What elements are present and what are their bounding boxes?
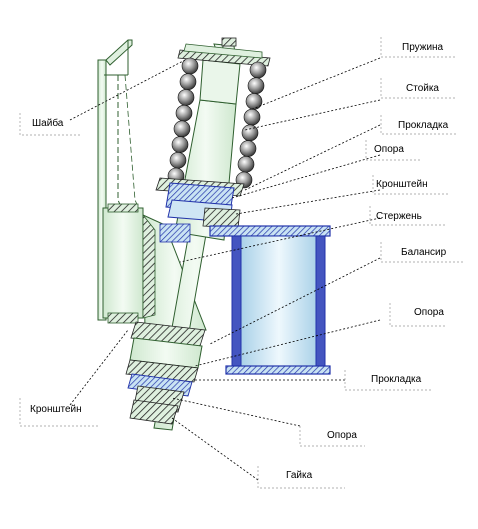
label-gasket-top-text: Прокладка	[398, 120, 449, 131]
label-bracket-top: Кронштейн	[376, 179, 428, 190]
spring-coil-right	[243, 108, 261, 126]
label-support-top: Опора	[374, 144, 404, 155]
spring-cap-top	[177, 43, 271, 67]
label-rod-text: Стержень	[376, 211, 422, 222]
spring-coil-left	[179, 73, 197, 91]
spring-coil-right	[241, 124, 259, 142]
label-spring: Пружина	[402, 42, 443, 53]
spring-coil-left	[177, 89, 195, 106]
label-gasket-top: Прокладка	[398, 120, 448, 131]
label-support-top-text: Опора	[374, 144, 404, 155]
leader-lines	[69, 57, 381, 481]
label-washer-text: Шайба	[32, 118, 64, 129]
label-balancer: Балансир	[401, 247, 446, 258]
spring-coil-right	[245, 93, 263, 110]
label-post-text: Стойка	[406, 83, 439, 94]
label-rod: Стержень	[376, 211, 422, 222]
label-gasket-bottom-text: Прокладка	[371, 374, 422, 385]
lower-assembly	[125, 321, 206, 425]
label-bracket-left: Кронштейн	[30, 404, 82, 415]
spring-coil-right	[239, 140, 257, 157]
spring-coil-right	[237, 155, 255, 173]
label-support-mid-text: Опора	[414, 307, 444, 318]
label-bracket-top-text: Кронштейн	[376, 179, 428, 190]
label-support-bottom: Опора	[327, 430, 357, 441]
spring	[167, 57, 267, 189]
spring-coil-left	[175, 104, 193, 122]
label-gasket-bottom: Прокладка	[371, 374, 421, 385]
label-post: Стойка	[406, 83, 439, 94]
label-washer: Шайба	[32, 118, 63, 129]
spring-coil-right	[247, 77, 265, 95]
label-nut-text: Гайка	[286, 470, 313, 481]
label-nut: Гайка	[286, 470, 312, 481]
spring-coil-left	[169, 151, 187, 169]
label-support-bottom-text: Опора	[327, 430, 357, 441]
label-support-mid: Опора	[414, 307, 444, 318]
spring-coil-left	[171, 136, 189, 153]
spring-coil-left	[173, 120, 191, 138]
balancer	[209, 225, 331, 375]
label-spring-text: Пружина	[402, 42, 444, 53]
label-frames	[19, 37, 465, 489]
label-balancer-text: Балансир	[401, 247, 447, 258]
label-bracket-left-text: Кронштейн	[30, 404, 82, 415]
spring-coil-right	[249, 61, 267, 79]
